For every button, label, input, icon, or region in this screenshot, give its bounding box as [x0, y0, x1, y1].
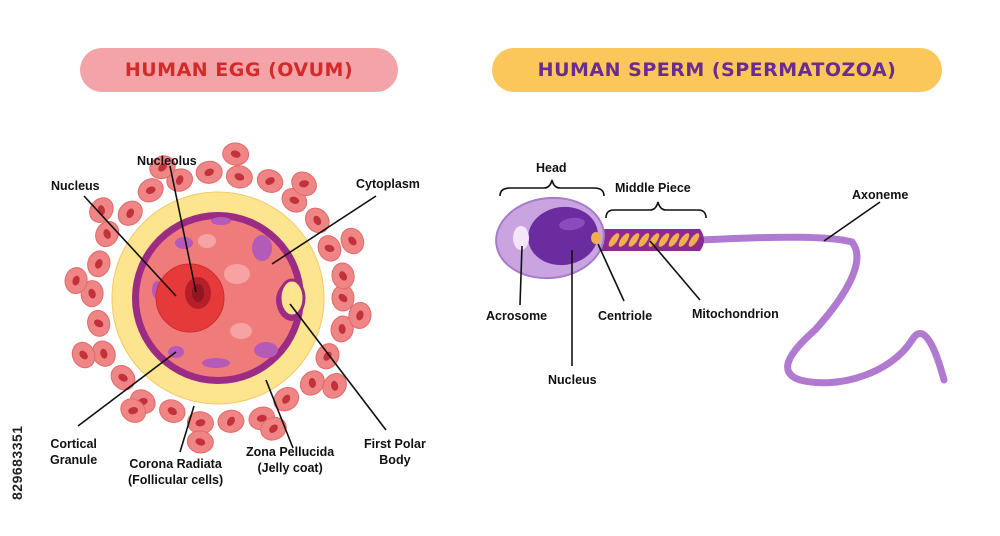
label-acrosome: Acrosome: [486, 309, 548, 323]
follicle-cell: [110, 364, 136, 391]
follicle-cell: [299, 370, 325, 396]
follicle-cell: [222, 142, 250, 166]
label-corona-radiata-line1: Corona Radiata: [129, 457, 222, 471]
follicle-cell: [64, 267, 88, 295]
follicle-cell: [331, 262, 355, 290]
label-mitochondrion: Mitochondrion: [692, 307, 779, 321]
egg-leader-lines: [77, 165, 387, 453]
follicle-cell: [71, 341, 96, 369]
mitochondrion-segment: [628, 233, 640, 247]
acrosome-highlight: [513, 226, 529, 250]
egg-title: HUMAN EGG (OVUM): [124, 59, 354, 81]
follicle-cell: [304, 207, 330, 234]
sperm-leader-lines: [499, 179, 881, 366]
label-cortical-granule: Cortical Granule: [50, 436, 97, 468]
follicle-cell: [260, 416, 287, 441]
label-cortical-granule-line1: Cortical: [50, 437, 97, 451]
follicle-cell: [120, 398, 146, 423]
follicle-cell: [217, 409, 245, 433]
follicle-cell: [89, 197, 114, 223]
mitochondrion-segment: [678, 233, 690, 247]
follicle-cell: [273, 386, 300, 412]
follicle-cell: [256, 169, 284, 193]
mitochondrion-segment: [618, 233, 630, 247]
label-zona-pellucida-line2: (Jelly coat): [257, 461, 323, 475]
follicle-cell: [87, 250, 111, 278]
follicle-cell: [225, 165, 253, 189]
sperm-illustration: [495, 196, 948, 387]
label-middle-piece: Middle Piece: [615, 181, 691, 195]
follicle-cell: [322, 373, 347, 399]
label-head: Head: [536, 161, 567, 175]
first-polar-body: [278, 278, 306, 318]
label-zona-pellucida: Zona Pellucida (Jelly coat): [246, 444, 334, 476]
label-centriole: Centriole: [598, 309, 653, 323]
egg-title-pill: HUMAN EGG (OVUM): [80, 48, 398, 92]
sperm-tail: [696, 233, 948, 387]
mitochondrion-segment: [658, 233, 670, 247]
follicle-cell: [317, 235, 342, 262]
follicle-cell: [149, 155, 176, 180]
cytoplasm-highlights: [198, 234, 252, 339]
follicle-cell: [80, 280, 104, 308]
label-axoneme: Axoneme: [852, 188, 909, 202]
mitochondrion-segment: [638, 233, 650, 247]
label-egg-nucleus: Nucleus: [51, 179, 100, 193]
follicle-cell: [291, 171, 317, 197]
follicle-cell: [87, 309, 111, 337]
label-cortical-granule-line2: Granule: [50, 453, 98, 467]
follicle-cell: [340, 227, 365, 255]
label-corona-radiata: Corona Radiata (Follicular cells): [128, 456, 223, 488]
follicle-cell: [117, 200, 143, 226]
mitochondrion-segment: [668, 233, 680, 247]
label-first-polar-body-line2: Body: [379, 453, 411, 467]
mitochondrion-segment: [688, 233, 700, 247]
follicle-cell: [195, 160, 223, 184]
follicle-cell: [137, 178, 164, 203]
follicle-cell: [330, 315, 354, 343]
centriole: [591, 232, 601, 244]
follicle-cell: [159, 399, 186, 423]
label-first-polar-body-line1: First Polar: [364, 437, 426, 451]
side-id-text: 829683351: [9, 425, 25, 500]
cortical-granules: [152, 217, 278, 368]
label-sperm-nucleus: Nucleus: [548, 373, 597, 387]
egg-illustration: [64, 142, 372, 454]
nucleolus-core: [192, 284, 204, 302]
sperm-title-pill: HUMAN SPERM (SPERMATOZOA): [492, 48, 942, 92]
label-corona-radiata-line2: (Follicular cells): [128, 473, 224, 487]
sperm-nucleus-highlight: [559, 217, 585, 231]
follicle-cell: [186, 430, 214, 454]
label-cytoplasm: Cytoplasm: [356, 177, 420, 191]
side-id-strip: 829683351: [6, 300, 26, 500]
mitochondrion-segment: [608, 233, 620, 247]
corona-radiata-cells: [64, 142, 372, 454]
label-zona-pellucida-line1: Zona Pellucida: [246, 445, 335, 459]
follicle-cell: [348, 301, 372, 329]
label-nucleolus: Nucleolus: [137, 154, 197, 168]
follicle-cell: [315, 343, 340, 370]
label-first-polar-body: First Polar Body: [364, 436, 426, 468]
sperm-title: HUMAN SPERM (SPERMATOZOA): [537, 59, 897, 81]
